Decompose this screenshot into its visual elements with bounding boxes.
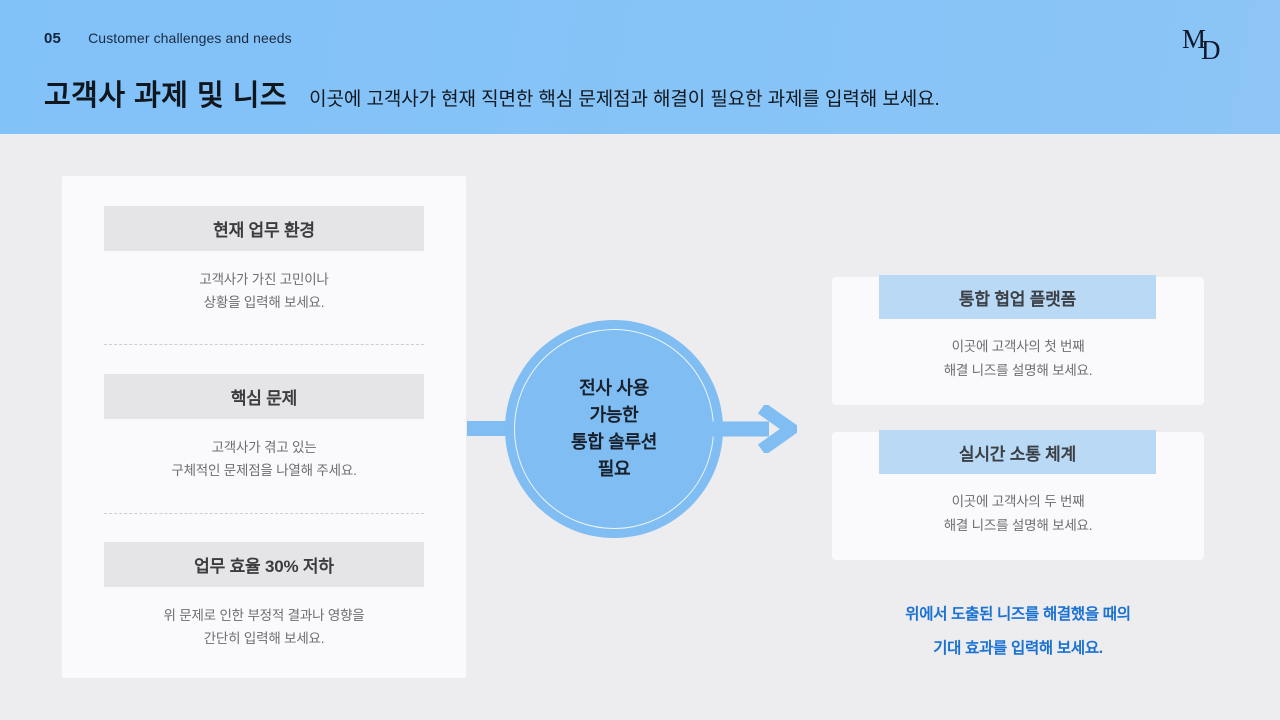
challenge-body-2-line2: 구체적인 문제점을 나열해 주세요.	[171, 463, 357, 479]
challenge-body-1: 고객사가 가진 고민이나 상황을 입력해 보세요.	[84, 268, 444, 314]
challenge-body-1-line2: 상황을 입력해 보세요.	[203, 295, 325, 311]
expected-effect-line1: 위에서 도출된 니즈를 해결했을 때의	[905, 606, 1131, 623]
slide-header: 05 Customer challenges and needs 고객사 과제 …	[0, 0, 1280, 134]
challenge-heading-2[interactable]: 핵심 문제	[104, 374, 424, 419]
slide-section-label: Customer challenges and needs	[88, 30, 292, 46]
solution-circle-line4: 필요	[597, 459, 631, 479]
need-body-2-line1: 이곳에 고객사의 두 번째	[951, 494, 1085, 509]
challenge-body-1-line1: 고객사가 가진 고민이나	[199, 272, 329, 287]
challenge-body-2-line1: 고객사가 겪고 있는	[211, 440, 317, 455]
md-logo: M D	[1182, 26, 1238, 70]
arrow-right-icon	[707, 405, 797, 453]
expected-effect-note: 위에서 도출된 니즈를 해결했을 때의 기대 효과를 입력해 보세요.	[832, 598, 1204, 666]
header-kicker: 05 Customer challenges and needs	[44, 30, 292, 47]
solution-circle-line1: 전사 사용	[579, 378, 649, 398]
solution-circle-line3: 통합 솔루션	[570, 432, 657, 452]
challenge-heading-1[interactable]: 현재 업무 환경	[104, 206, 424, 251]
challenge-divider-2	[104, 513, 424, 514]
solution-circle-line2: 가능한	[589, 405, 639, 425]
need-body-1-line1: 이곳에 고객사의 첫 번째	[951, 339, 1085, 354]
solution-circle[interactable]: 전사 사용 가능한 통합 솔루션 필요	[505, 320, 723, 538]
logo-letter-m: M	[1182, 24, 1207, 54]
challenge-body-2: 고객사가 겪고 있는 구체적인 문제점을 나열해 주세요.	[84, 436, 444, 482]
challenge-heading-2-label: 핵심 문제	[230, 389, 298, 408]
need-heading-2[interactable]: 실시간 소통 체계	[879, 430, 1156, 474]
challenges-card: 현재 업무 환경 고객사가 가진 고민이나 상황을 입력해 보세요. 핵심 문제…	[62, 176, 466, 678]
slide-number: 05	[44, 30, 62, 47]
challenge-heading-3[interactable]: 업무 효율 30% 저하	[104, 542, 424, 587]
need-heading-2-label: 실시간 소통 체계	[958, 444, 1077, 464]
challenge-divider-1	[104, 344, 424, 345]
page-subtitle: 이곳에 고객사가 현재 직면한 핵심 문제점과 해결이 필요한 과제를 입력해 …	[309, 89, 940, 110]
need-heading-1[interactable]: 통합 협업 플랫폼	[879, 275, 1156, 319]
challenge-body-3-line2: 간단히 입력해 보세요.	[203, 631, 325, 647]
need-body-1-line2: 해결 니즈를 설명해 보세요.	[943, 363, 1093, 379]
page-title: 고객사 과제 및 니즈	[44, 80, 288, 112]
need-body-2: 이곳에 고객사의 두 번째 해결 니즈를 설명해 보세요.	[832, 490, 1204, 538]
need-heading-1-label: 통합 협업 플랫폼	[958, 289, 1077, 309]
challenge-body-3-line1: 위 문제로 인한 부정적 결과나 영향을	[163, 608, 365, 623]
header-title-row: 고객사 과제 및 니즈 이곳에 고객사가 현재 직면한 핵심 문제점과 해결이 …	[44, 72, 940, 114]
solution-circle-text: 전사 사용 가능한 통합 솔루션 필요	[561, 375, 667, 483]
challenge-heading-1-label: 현재 업무 환경	[213, 221, 315, 240]
expected-effect-line2: 기대 효과를 입력해 보세요.	[933, 640, 1103, 658]
challenge-heading-3-label: 업무 효율 30% 저하	[194, 557, 334, 576]
logo-letter-d: D	[1201, 35, 1221, 65]
need-body-1: 이곳에 고객사의 첫 번째 해결 니즈를 설명해 보세요.	[832, 335, 1204, 383]
challenge-body-3: 위 문제로 인한 부정적 결과나 영향을 간단히 입력해 보세요.	[84, 604, 444, 650]
need-body-2-line2: 해결 니즈를 설명해 보세요.	[943, 518, 1093, 534]
